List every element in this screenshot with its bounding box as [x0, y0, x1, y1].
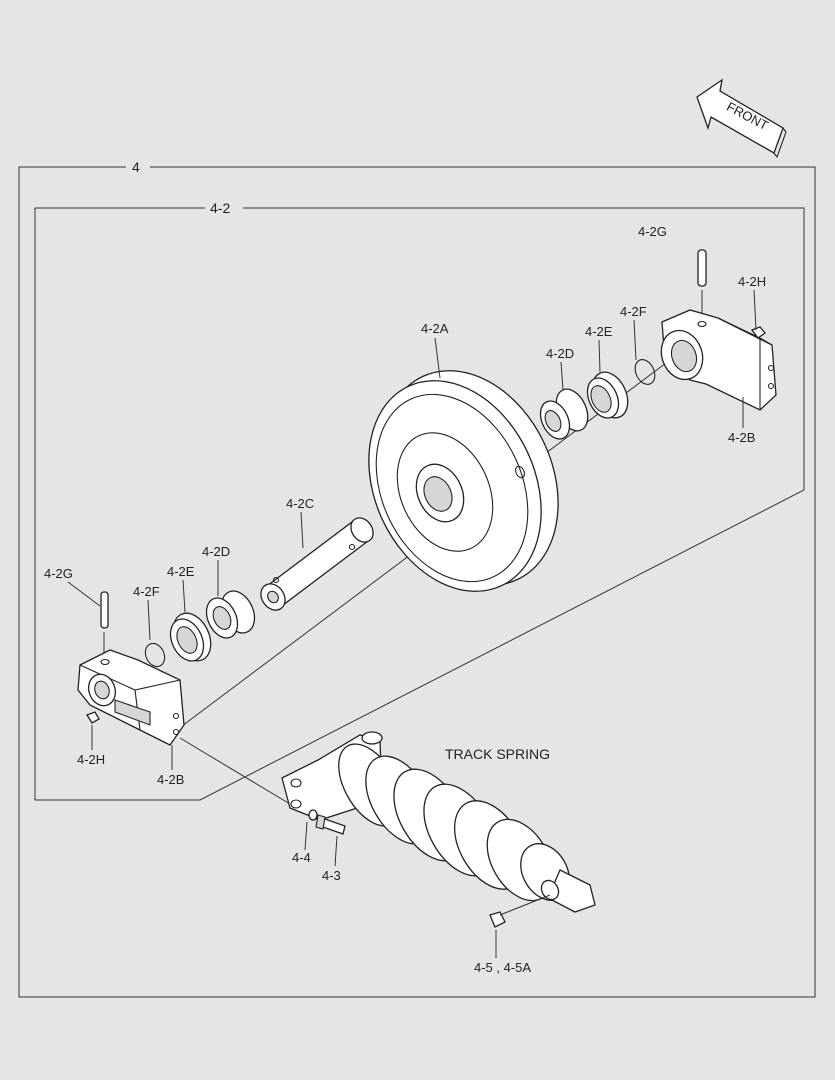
callout-bushing-left: 4-2D [202, 544, 230, 559]
plug-right [750, 326, 766, 339]
callout-plug-right: 4-2H [738, 274, 766, 289]
callout-washer: 4-4 [292, 850, 311, 865]
callout-pin-left: 4-2G [44, 566, 73, 581]
washer [308, 809, 318, 821]
callout-grease-fitting: 4-5 , 4-5A [474, 960, 531, 975]
oring-left [144, 642, 166, 668]
callout-seal-left: 4-2E [167, 564, 195, 579]
idler-wheel [368, 370, 559, 592]
callout-bracket-right: 4-2B [728, 430, 755, 445]
callout-oring-left: 4-2F [133, 584, 160, 599]
track-spring-label: TRACK SPRING [445, 746, 550, 762]
bushing-right [539, 388, 589, 440]
callout-idler-wheel: 4-2A [421, 321, 449, 336]
callout-oring-right: 4-2F [620, 304, 647, 319]
callout-bracket-left: 4-2B [157, 772, 184, 787]
callout-plug-left: 4-2H [77, 752, 105, 767]
shaft [260, 517, 374, 611]
seal-right [586, 371, 629, 419]
pin-right [697, 249, 707, 320]
callout-pin-right: 4-2G [638, 224, 667, 239]
outer-group-frame: 4 [18, 159, 816, 998]
bracket-right [660, 309, 777, 411]
callout-bolt: 4-3 [322, 868, 341, 883]
oring-right [634, 359, 656, 385]
callout-bushing-right: 4-2D [546, 346, 574, 361]
pin-left [100, 591, 109, 660]
outer-group-label: 4 [132, 159, 140, 175]
bracket-to-spring-line [179, 737, 301, 811]
grease-fitting [489, 894, 551, 928]
callout-seal-right: 4-2E [585, 324, 613, 339]
inner-group-frame: 4-2 [34, 200, 805, 801]
bolt [315, 814, 346, 835]
leader-lines [67, 289, 757, 958]
callout-shaft: 4-2C [286, 496, 314, 511]
bracket-left [77, 649, 185, 746]
plug-left [86, 711, 100, 724]
bushing-left [205, 590, 256, 639]
front-arrow-icon: FRONT [696, 78, 787, 159]
track-spring [281, 731, 596, 913]
inner-group-label: 4-2 [210, 200, 230, 216]
seal-left [169, 612, 212, 662]
